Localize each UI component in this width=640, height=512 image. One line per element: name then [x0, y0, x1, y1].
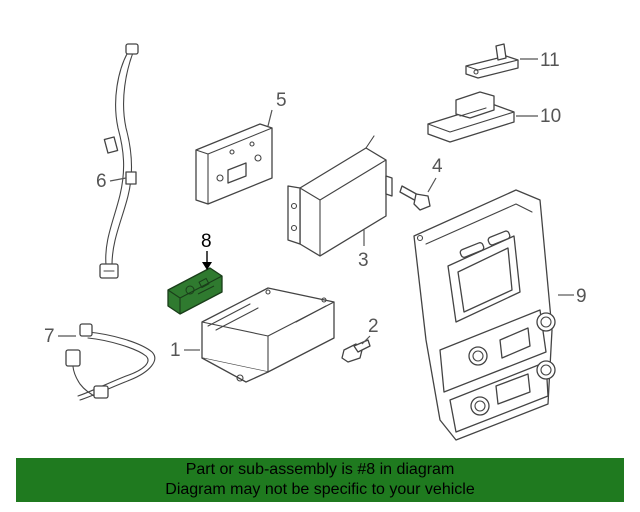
part-8-switch-module[interactable]: [167, 267, 223, 315]
leader-2: [361, 335, 371, 345]
leader-6: [109, 177, 127, 182]
callout-9: 9: [576, 286, 587, 307]
part-3-module-bracket[interactable]: [287, 135, 393, 257]
leader-4: [427, 177, 437, 193]
part-6-wiring-harness[interactable]: [99, 43, 139, 279]
part-9-instrument-bezel[interactable]: [413, 189, 556, 441]
banner-disclaimer: Diagram may not be specific to your vehi…: [165, 481, 475, 498]
part-7-wiring-harness[interactable]: [65, 323, 156, 401]
part-8-knob: [185, 285, 195, 295]
callout-6: 6: [96, 171, 107, 192]
callout-4: 4: [432, 156, 443, 177]
banner-part-note: Part or sub-assembly is #8 in diagram: [185, 461, 455, 478]
callout-5: 5: [276, 90, 287, 111]
callout-8: 8: [201, 231, 212, 252]
callout-1: 1: [170, 340, 181, 361]
part-1-receiver-unit[interactable]: [201, 287, 335, 383]
leader-8-arrow: [202, 262, 212, 270]
callout-7: 7: [44, 326, 55, 347]
part-info-banner: Part or sub-assembly is #8 in diagram Di…: [16, 458, 624, 502]
part-11-bracket[interactable]: [465, 43, 519, 79]
callout-3: 3: [358, 250, 369, 271]
callout-10: 10: [540, 106, 561, 127]
part-8-body[interactable]: [167, 267, 223, 315]
callout-11: 11: [540, 50, 560, 71]
callout-2: 2: [368, 316, 379, 337]
part-4-bolt[interactable]: [399, 185, 431, 211]
part-10-bracket[interactable]: [427, 91, 515, 143]
part-5-control-module[interactable]: [195, 123, 273, 205]
part-2-fastener[interactable]: [341, 339, 371, 363]
part-8-button: [198, 277, 210, 289]
leader-5: [267, 109, 273, 127]
